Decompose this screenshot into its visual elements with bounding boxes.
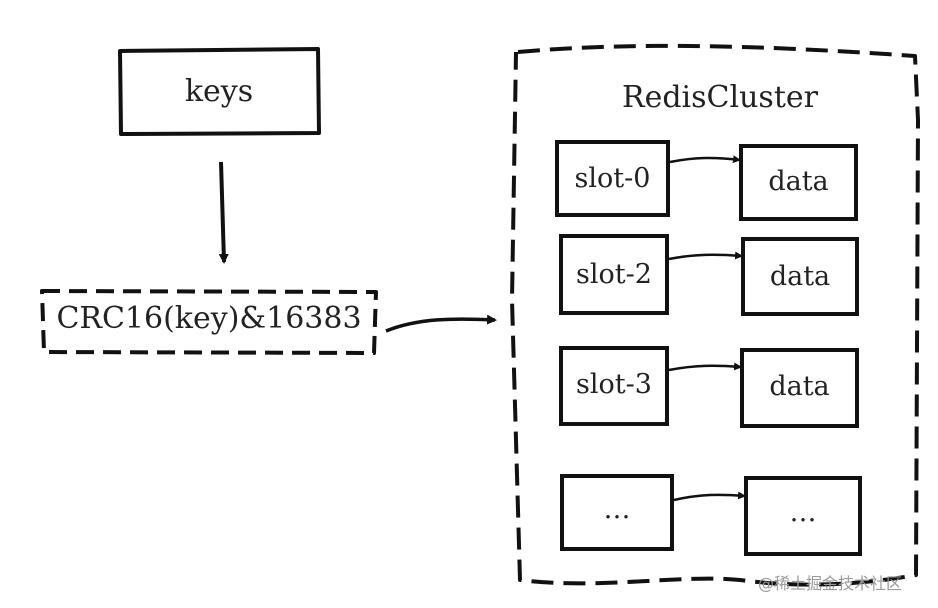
slot-label-0: slot-0 [574, 163, 651, 194]
slot-label-3: … [603, 494, 631, 525]
slot-box-1 [559, 234, 669, 315]
slot-box-2 [559, 346, 669, 426]
arrow-slot-3-to-data [673, 491, 746, 502]
data-box-3 [744, 476, 862, 556]
slot-box-0 [555, 140, 670, 217]
data-label-0: data [768, 166, 829, 197]
keys-box [118, 47, 321, 136]
data-box-1 [741, 237, 859, 316]
hash-box [40, 289, 378, 355]
data-box-2 [740, 348, 859, 428]
arrow-slot-0-to-data [669, 155, 741, 164]
arrow-keys-to-hash [218, 161, 229, 264]
slot-box-3 [560, 474, 674, 551]
slot-label-2: slot-3 [576, 369, 652, 400]
hash-function-label: CRC16(key)&16383 [56, 301, 362, 336]
arrow-hash-to-cluster [385, 314, 497, 333]
data-label-1: data [769, 261, 831, 292]
data-box-0 [739, 144, 858, 221]
data-label-3: … [789, 497, 817, 528]
arrow-slot-1-to-data [668, 251, 743, 261]
cluster-box [510, 43, 920, 587]
keys-label: keys [184, 74, 254, 109]
arrow-slot-2-to-data [668, 362, 742, 372]
watermark: @稀土掘金技术社区 [758, 574, 903, 593]
cluster-title: RedisCluster [622, 80, 818, 115]
slot-label-1: slot-2 [576, 259, 652, 290]
data-label-2: data [769, 371, 830, 402]
